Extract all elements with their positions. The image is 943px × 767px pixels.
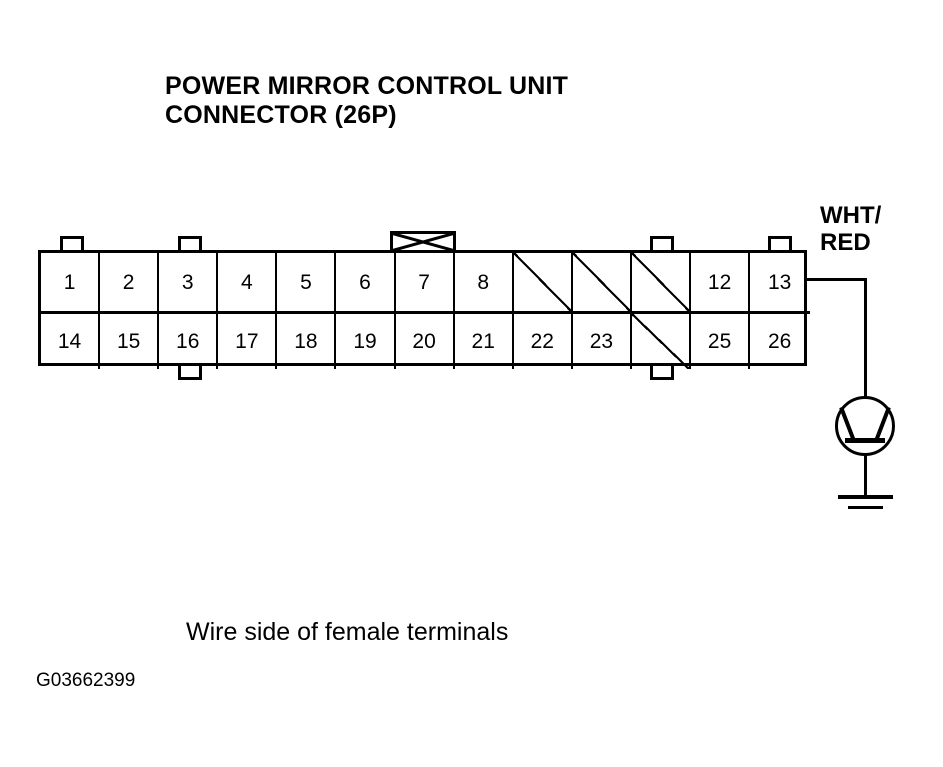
locking-tab-bottom-1	[178, 366, 202, 380]
wire-color-line-2: RED	[820, 229, 871, 256]
pin-label: 5	[300, 270, 312, 294]
pin-label: 20	[412, 330, 436, 353]
pin-label: 17	[235, 330, 259, 353]
pin-label: 25	[707, 330, 732, 353]
pin-cell-1[interactable]: 1	[41, 253, 101, 311]
page-title: POWER MIRROR CONTROL UNIT CONNECTOR (26P…	[165, 72, 785, 130]
pin-label: 8	[477, 270, 490, 294]
pin-label: 13	[767, 270, 792, 294]
test-bulb-icon	[835, 396, 895, 456]
pin-cell-13[interactable]: 13	[750, 253, 809, 311]
connector-body: 1 2 3 4 5 6 7 8 12 13 14 15 16 17 18 1	[38, 250, 810, 369]
pin-label: 15	[116, 330, 141, 353]
pin-label: 19	[353, 330, 377, 353]
pin-cell-17[interactable]: 17	[218, 314, 278, 369]
pin-label: 6	[359, 270, 371, 294]
pin-cell-21[interactable]: 21	[455, 314, 514, 369]
pin-cell-5[interactable]: 5	[277, 253, 337, 311]
pin-label: 12	[707, 270, 732, 294]
bulb-filament-left	[839, 406, 856, 442]
pin-label: 21	[471, 330, 495, 353]
pin-cell-7[interactable]: 7	[396, 253, 455, 311]
pin-cell-6[interactable]: 6	[336, 253, 396, 311]
bulb-base-bar	[845, 438, 885, 443]
pin-row-top: 1 2 3 4 5 6 7 8 12 13	[41, 253, 810, 311]
locking-tab-top-2	[178, 236, 202, 250]
ground-bar-secondary	[848, 506, 883, 509]
wire-color-line-1: WHT/	[820, 202, 882, 229]
title-line-1: POWER MIRROR CONTROL UNIT	[165, 72, 569, 100]
wire-color-label: WHT/ RED	[820, 202, 881, 256]
power-mirror-control-unit-connector: 1 2 3 4 5 6 7 8 12 13 14 15 16 17 18 1	[38, 231, 810, 380]
pin-cell-18[interactable]: 18	[277, 314, 337, 369]
pin-cell-2[interactable]: 2	[100, 253, 160, 311]
pin-label: 14	[57, 330, 82, 353]
pin-cell-24-unused	[631, 314, 692, 369]
pin-label: 1	[63, 270, 76, 294]
pin-cell-3[interactable]: 3	[159, 253, 219, 311]
image-code: G03662399	[36, 670, 136, 691]
pin-cell-26[interactable]: 26	[750, 314, 809, 369]
pin-cell-12[interactable]: 12	[691, 253, 751, 311]
wire-segment-to-ground	[864, 454, 867, 498]
wire-circuit: WHT/ RED	[790, 190, 943, 540]
locking-tab-top-3	[650, 236, 674, 250]
wire-segment-vertical	[864, 278, 867, 398]
pin-label: 22	[530, 330, 554, 353]
pin-cell-20[interactable]: 20	[396, 314, 455, 369]
pin-row-bottom: 14 15 16 17 18 19 20 21 22 23 25 26	[41, 311, 810, 369]
bulb-filament-right	[874, 406, 891, 442]
pin-cell-4[interactable]: 4	[218, 253, 278, 311]
wire-segment-horizontal	[805, 278, 867, 281]
pin-cell-8[interactable]: 8	[455, 253, 514, 311]
diagram-caption: Wire side of female terminals	[186, 618, 509, 646]
title-line-2: CONNECTOR (26P)	[165, 101, 397, 129]
ground-icon	[838, 495, 893, 499]
locking-tab-bottom-2	[650, 366, 674, 380]
pin-cell-9-unused	[513, 253, 573, 311]
pin-cell-22[interactable]: 22	[514, 314, 573, 369]
pin-cell-19[interactable]: 19	[336, 314, 396, 369]
pin-cell-11-unused	[631, 253, 692, 311]
pin-cell-25[interactable]: 25	[691, 314, 751, 369]
pin-cell-16[interactable]: 16	[159, 314, 219, 369]
pin-label: 18	[294, 330, 318, 353]
pin-label: 23	[589, 330, 614, 353]
pin-cell-14[interactable]: 14	[41, 314, 101, 369]
pin-label: 7	[418, 270, 430, 294]
pin-label: 3	[181, 270, 194, 294]
pin-label: 4	[240, 270, 253, 294]
pin-label: 16	[176, 330, 200, 353]
locking-tab-top-1	[60, 236, 84, 250]
pin-cell-23[interactable]: 23	[573, 314, 632, 369]
pin-label: 26	[767, 330, 792, 353]
pin-cell-10-unused	[572, 253, 632, 311]
pin-label: 2	[122, 270, 135, 294]
locking-tab-top-4	[768, 236, 792, 250]
pin-cell-15[interactable]: 15	[100, 314, 160, 369]
